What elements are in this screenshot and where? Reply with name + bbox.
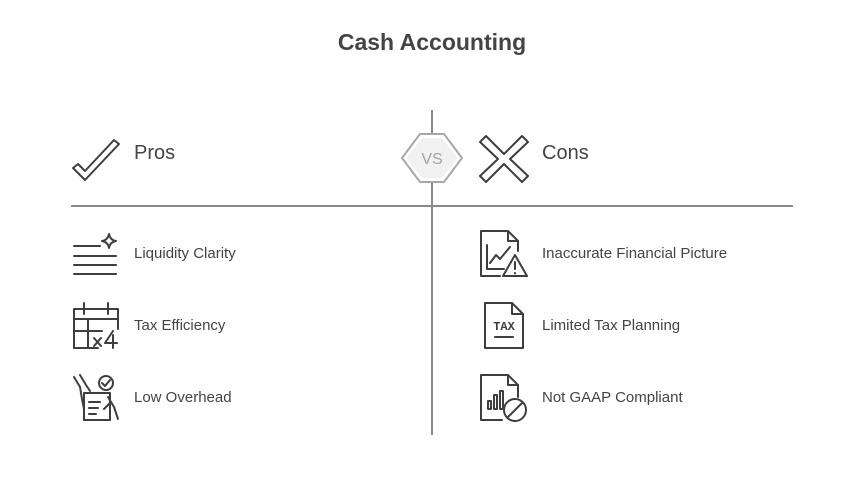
cons-heading: Cons xyxy=(542,142,589,164)
pros-item-label: Tax Efficiency xyxy=(134,317,226,334)
tax-document-icon: TAX xyxy=(478,301,528,351)
vs-badge: VS xyxy=(400,131,464,185)
pros-item-label: Liquidity Clarity xyxy=(134,245,236,262)
pros-heading: Pros xyxy=(134,142,176,164)
svg-text:TAX: TAX xyxy=(493,320,515,334)
cons-item-label: Not GAAP Compliant xyxy=(542,389,683,406)
checkmark-icon xyxy=(70,138,122,189)
cons-item-label: Inaccurate Financial Picture xyxy=(542,245,728,262)
header-divider xyxy=(71,205,793,207)
calendar-multiply-icon xyxy=(70,301,120,351)
page-title: Cash Accounting xyxy=(337,29,527,55)
center-divider xyxy=(431,110,433,435)
cons-item-label: Limited Tax Planning xyxy=(542,317,681,334)
vs-label: VS xyxy=(421,151,442,168)
pros-item-label: Low Overhead xyxy=(134,389,232,406)
chart-warning-icon xyxy=(478,229,528,279)
sparkle-list-icon xyxy=(70,230,120,280)
cross-icon xyxy=(478,134,530,189)
document-prohibited-icon xyxy=(478,373,528,423)
hand-checklist-icon xyxy=(70,373,120,423)
